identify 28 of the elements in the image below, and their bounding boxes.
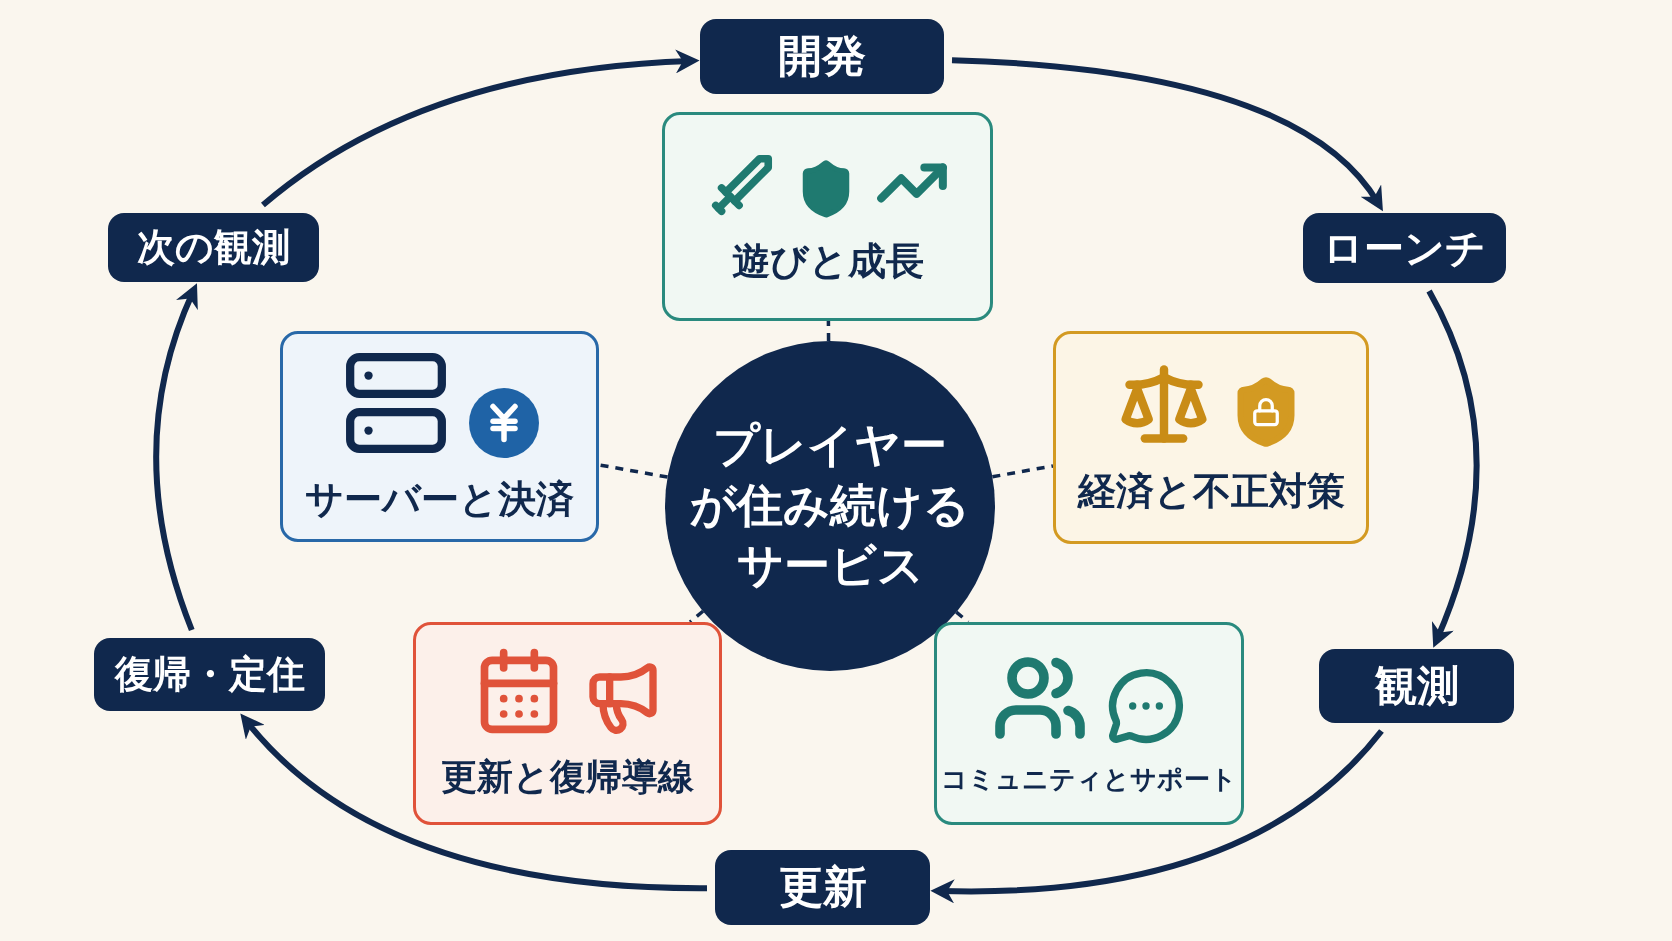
stage-label: 開発 <box>700 19 944 94</box>
stage-label: 復帰・定住 <box>94 638 325 711</box>
cycle-arrow <box>239 713 708 892</box>
dashed-connector <box>598 463 668 479</box>
card-title: 遊びと成長 <box>731 238 924 285</box>
hub-title: プレイヤーが住み続けるサービス <box>689 417 971 594</box>
cycle-arrow <box>951 57 1384 211</box>
cycle-arrow <box>261 49 700 208</box>
card-title: 経済と不正対策 <box>1077 468 1345 515</box>
card-title: 更新と復帰導線 <box>441 755 694 799</box>
topic-card <box>280 331 599 542</box>
topic-card <box>934 622 1244 825</box>
topic-card <box>413 622 722 825</box>
cycle-arrow <box>1426 289 1480 648</box>
dashed-connector <box>992 464 1054 479</box>
topic-card <box>662 112 993 321</box>
card-title: サーバーと決済 <box>305 476 574 523</box>
cycle-arrow <box>153 283 199 632</box>
stage-label: 次の観測 <box>108 213 319 282</box>
cycle-arrow <box>930 729 1384 903</box>
stage-label: 観測 <box>1319 649 1514 723</box>
stage-label: 更新 <box>715 850 930 925</box>
dashed-connector <box>955 610 970 624</box>
card-title: コミュニティとサポート <box>941 763 1237 796</box>
stage-label: ローンチ <box>1303 213 1506 283</box>
dashed-connector <box>688 609 705 624</box>
topic-card <box>1053 331 1369 544</box>
dashed-connector <box>826 321 831 342</box>
